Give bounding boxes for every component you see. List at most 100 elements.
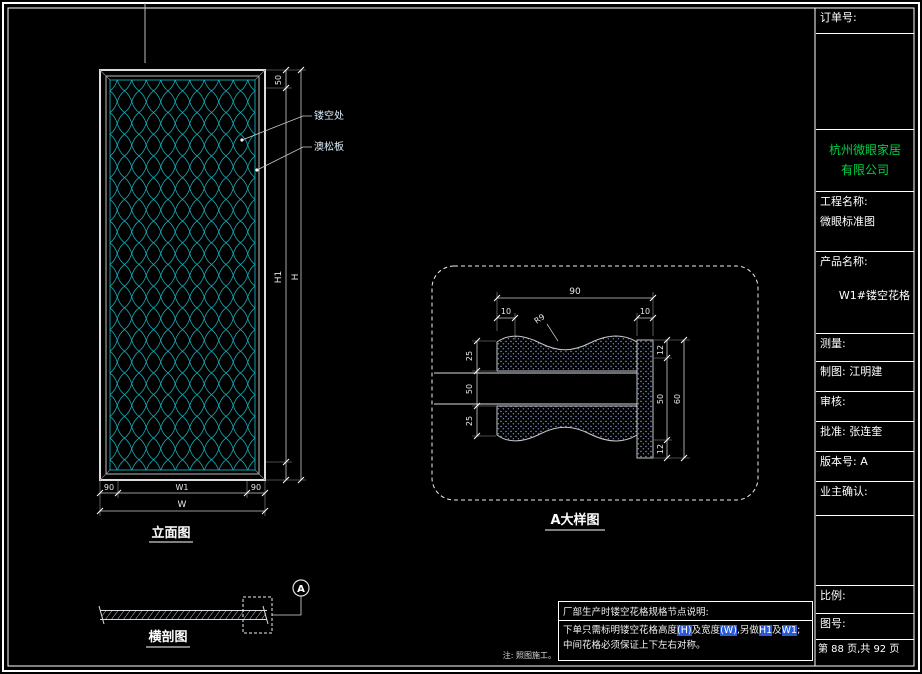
- company-cell: 杭州微眼家居 有限公司: [816, 130, 914, 192]
- inner-border: [7, 7, 915, 667]
- section-outline: [100, 610, 267, 620]
- dim-top-50: 50: [274, 75, 283, 85]
- section-view-label: 横剖图: [148, 629, 187, 645]
- title-block: 订单号: 杭州微眼家居 有限公司 工程名称: 微眼标准图 产品名称: W1#镂空…: [816, 8, 914, 666]
- detail-view: 90 10 10 R9 25 50 25 12 50 12 60 A大样图: [431, 265, 759, 531]
- company-name-line1: 杭州微眼家居: [828, 143, 901, 158]
- approve-label: 批准: 张连奎: [820, 425, 883, 438]
- section-view: A 横剖图: [98, 579, 310, 648]
- panel-outer-frame: [99, 69, 266, 481]
- company-name-line2: 有限公司: [840, 162, 889, 177]
- datum-letter: A: [297, 584, 305, 595]
- scale-label: 比例:: [820, 589, 846, 602]
- page-number-text: 第 88 页,共 92 页: [818, 644, 900, 655]
- detail-view-label: A大样图: [550, 512, 599, 528]
- review-label: 审核:: [820, 395, 846, 408]
- radius-leader: [546, 323, 559, 342]
- panel-inner-frame: [105, 75, 260, 475]
- detail-dim-12-top: 12: [656, 345, 665, 355]
- lattice-panel: [109, 79, 256, 471]
- note-seg-highlight: (W): [720, 625, 737, 636]
- project-cell: 工程名称: 微眼标准图: [816, 192, 914, 252]
- detail-dim-25-top: 25: [465, 351, 474, 361]
- measure-label: 测量:: [820, 337, 846, 350]
- leader-line: [241, 115, 312, 141]
- scale-cell: 比例:: [816, 586, 914, 614]
- drawing-no-cell: 图号:: [816, 614, 914, 640]
- note-seg: 及: [772, 625, 782, 636]
- callout-board-label: 澳松板: [314, 140, 344, 153]
- board-lines: [434, 372, 637, 405]
- frame-miters: [99, 69, 266, 481]
- callout-board: 澳松板: [255, 140, 344, 172]
- detail-dim-10-right: 10: [640, 307, 650, 316]
- section-break-marks: [98, 605, 269, 625]
- detail-dim-50-right: 50: [656, 394, 665, 404]
- draft-cell: 制图: 江明建: [816, 362, 914, 392]
- detail-dim-90: 90: [569, 287, 581, 297]
- leader-line: [256, 146, 312, 171]
- note-line-2: 中间花格必须保证上下左右对称。: [563, 640, 706, 652]
- project-value: 微眼标准图: [820, 215, 875, 229]
- detail-dim-50-left: 50: [465, 384, 474, 394]
- callout-hollow: 镂空处: [240, 109, 344, 142]
- bottom-slat-section: [496, 405, 638, 442]
- note-seg-highlight: (H): [677, 625, 692, 636]
- dim-left-90: 90: [104, 483, 114, 492]
- draft-label: 制图: 江明建: [820, 365, 883, 378]
- detail-extension-lines: [472, 292, 690, 459]
- drawing-no-label: 图号:: [820, 617, 846, 630]
- blank-cell: [816, 516, 914, 586]
- note-seg: ,另做: [736, 625, 759, 636]
- note-seg: 及宽度: [691, 625, 721, 636]
- dim-h1: H1: [274, 271, 284, 284]
- elevation-dimension-lines: [100, 70, 302, 512]
- elevation-dim-ticks: [96, 66, 305, 515]
- detail-boundary: [431, 265, 759, 501]
- order-no-space: [816, 34, 914, 130]
- dim-right-90: 90: [251, 483, 261, 492]
- section-hatch: [102, 611, 266, 619]
- note-title: 厂部生产时镂空花格规格节点说明:: [559, 602, 812, 621]
- note-seg: ;: [797, 625, 801, 636]
- order-no-row: 订单号:: [816, 8, 914, 34]
- product-label: 产品名称:: [820, 255, 868, 268]
- detail-dim-25-bottom: 25: [465, 416, 474, 426]
- note-seg: 下单只需标明镂空花格高度: [563, 625, 678, 636]
- detail-dim-60-overall: 60: [673, 394, 682, 404]
- measure-cell: 测量:: [816, 334, 914, 362]
- top-slat-section: [496, 335, 638, 372]
- dim-h: H: [291, 274, 301, 281]
- dim-mid-w1: W1: [176, 483, 189, 492]
- detail-dim-10-left: 10: [501, 307, 511, 316]
- detail-dim-12-bottom: 12: [656, 444, 665, 454]
- detail-dim-ticks: [473, 294, 688, 462]
- product-value: W1#镂空花格: [838, 289, 910, 303]
- detail-dimension-lines: [476, 297, 685, 458]
- production-note-box: 厂部生产时镂空花格规格节点说明: 下单只需标明镂空花格高度(H)及宽度(W),另…: [558, 601, 813, 661]
- product-cell: 产品名称: W1#镂空花格: [816, 252, 914, 334]
- note-seg-highlight: W1: [781, 625, 798, 636]
- datum-leader: [272, 596, 302, 616]
- approve-cell: 批准: 张连奎: [816, 422, 914, 452]
- callout-hollow-label: 镂空处: [314, 109, 344, 122]
- dim-overall-w: W: [178, 500, 187, 510]
- elevation-view: 90 W1 90 W 50 H1 H 镂空处 澳松板 立面图: [96, 66, 344, 543]
- version-cell: 版本号: A: [816, 452, 914, 482]
- note-body: 下单只需标明镂空花格高度(H)及宽度(W),另做H1及W1; 中间花格必须保证上…: [559, 621, 812, 655]
- edge-cap-section: [636, 339, 654, 459]
- note-line-1: 下单只需标明镂空花格高度(H)及宽度(W),另做H1及W1;: [563, 623, 808, 638]
- review-cell: 审核:: [816, 392, 914, 422]
- version-label: 版本号: A: [820, 455, 868, 468]
- elevation-view-label: 立面图: [151, 525, 190, 541]
- page-number-cell: 第 88 页,共 92 页: [816, 640, 914, 666]
- project-label: 工程名称:: [820, 195, 868, 208]
- note-seg-highlight: H1: [758, 625, 773, 636]
- owner-confirm-cell: 业主确认:: [816, 482, 914, 516]
- detail-dim-radius: R9: [533, 312, 547, 325]
- side-note: 注: 照图施工。: [502, 651, 556, 660]
